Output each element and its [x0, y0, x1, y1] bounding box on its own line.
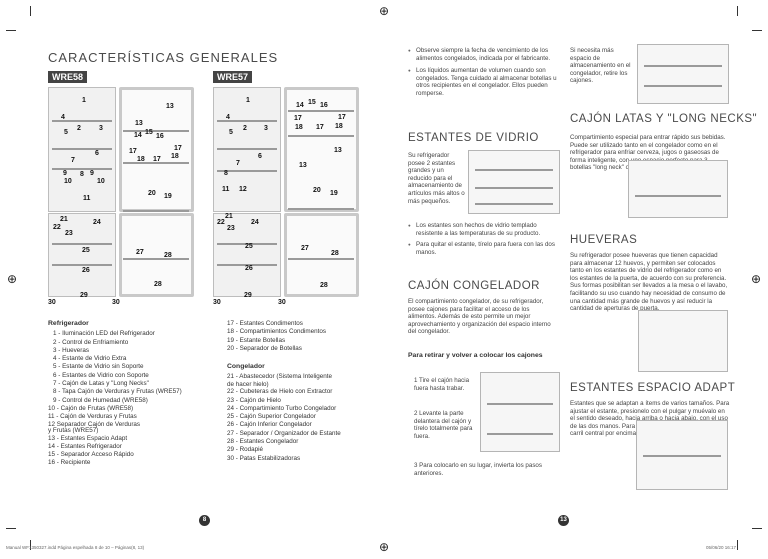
registration-mark-icon: ⊕ [750, 272, 762, 286]
list-item: 30 - Patas Estabilizadoras [227, 454, 301, 462]
list-item: 15 - Separador Acceso Rápido [48, 451, 134, 459]
legend-refrigerador: Refrigerador 1 - Iluminación LED del Ref… [48, 320, 182, 468]
page-number: 8 [199, 515, 210, 526]
crop-mark [737, 540, 738, 550]
page-title: CARACTERÍSTICAS GENERALES [48, 50, 279, 65]
list-item: 5 - Estante de Vidrio sin Soporte [53, 363, 144, 371]
cans-drawer-illustration [628, 160, 728, 218]
legend-title: Congelador [227, 363, 265, 371]
list-item: Los estantes son hechos de vidrio templa… [408, 222, 558, 237]
list-item: 27 - Separador / Organizador de Estante [227, 429, 341, 437]
model-tag-wre57: WRE57 [213, 71, 253, 83]
estantes-bullets: Los estantes son hechos de vidrio templa… [408, 222, 558, 256]
cajon-step-1: 1 Tire el cajón hacia fuera hasta trabar… [414, 377, 470, 392]
estantes-body: Su refrigerador posee 2 estantes grandes… [408, 152, 465, 205]
list-item: 20 - Separador de Botellas [227, 344, 302, 352]
section-title-estantes: ESTANTES DE VIDRIO [408, 132, 539, 144]
list-item: 26 - Cajón Inferior Congelador [227, 421, 312, 429]
section-title-latas: CAJÓN LATAS Y "LONG NECKS" [570, 113, 758, 125]
list-item: 9 - Control de Humedad (WRE58) [53, 396, 148, 404]
list-item: Observe siempre la fecha de vencimiento … [408, 47, 558, 62]
list-item: 17 - Estantes Condimentos [227, 320, 303, 327]
list-item: 22 - Cubeteras de Hielo con Extractor [227, 388, 333, 396]
crop-mark [6, 30, 16, 31]
list-item: y Frutas (WRE57) [48, 427, 99, 435]
cajon-body: El compartimiento congelador, de su refr… [408, 298, 551, 336]
registration-mark-icon: ⊕ [378, 4, 390, 18]
section-title-hueveras: HUEVERAS [570, 234, 638, 246]
crop-mark [752, 528, 762, 529]
section-title-adapt: ESTANTES ESPACIO ADAPT [570, 382, 736, 394]
list-item: 7 - Cajón de Latas y "Long Necks" [53, 380, 149, 388]
crop-mark [752, 30, 762, 31]
section-title-cajon: CAJÓN CONGELADOR [408, 280, 540, 292]
list-item: 14 - Estantes Refrigerador [48, 442, 122, 450]
list-item: 13 - Estantes Espacio Adapt [48, 434, 128, 442]
list-item: 8 - Tapa Cajón de Verduras y Frutas (WRE… [53, 388, 182, 396]
list-item: 1 - Iluminación LED del Refrigerador [53, 330, 155, 338]
hueveras-body: Su refrigerador posee hueveras que tiene… [570, 252, 728, 313]
list-item: 19 - Estante Botellas [227, 336, 286, 344]
list-item: 6 - Estantes de Vidrio con Soporte [53, 371, 149, 379]
bullets-top: Observe siempre la fecha de vencimiento … [408, 47, 558, 98]
drawer-illustration [480, 372, 560, 452]
registration-mark-icon: ⊕ [378, 540, 390, 554]
model-tag-wre58: WRE58 [48, 71, 88, 83]
egg-tray-illustration [638, 310, 728, 372]
list-item: de hacer hielo) [227, 380, 269, 388]
freezer-illustration [637, 44, 729, 104]
adapt-shelf-illustration [636, 420, 728, 490]
registration-mark-icon: ⊕ [6, 272, 18, 286]
list-item: 21 - Abastecedor (Sistema Inteligente [227, 373, 333, 381]
cajon-step-2: 2 Levante la parte delantera del cajón y… [414, 410, 473, 440]
list-item: Para quitar el estante, tírelo para fuer… [408, 241, 558, 256]
crop-mark [6, 528, 16, 529]
list-item: 16 - Recipiente [48, 459, 91, 467]
glass-shelf-illustration [468, 150, 560, 214]
list-item: 25 - Cajón Superior Congelador [227, 413, 316, 421]
list-item: 10 - Cajón de Frutas (WRE58) [48, 404, 134, 412]
list-item: 3 - Hueveras [53, 346, 90, 354]
col2-intro: Si necesita más espacio de almacenamient… [570, 47, 631, 85]
cajon-step-3: 3 Para colocarlo en su lugar, invierta l… [414, 462, 542, 477]
cajon-subtitle: Para retirar y volver a colocar los cajo… [408, 352, 543, 359]
list-item: 24 - Compartimiento Turbo Congelador [227, 404, 337, 412]
list-item: 11 - Cajón de Verduras y Frutas [48, 413, 137, 421]
list-item: Los líquidos aumentan de volumen cuando … [408, 67, 558, 97]
list-item: 28 - Estantes Congelador [227, 438, 299, 446]
list-item: 2 - Control de Enfriamiento [53, 338, 129, 346]
list-item: 18 - Compartimientos Condimentos [227, 328, 327, 336]
footer-date: 05/06/20 16:17 [706, 545, 737, 550]
list-item: 29 - Rodapié [227, 446, 264, 454]
crop-mark [737, 6, 738, 16]
list-item: 4 - Estante de Vidrio Extra [53, 355, 127, 363]
legend-refrigerador-cont: 17 - Estantes Condimentos 18 - Compartim… [227, 320, 341, 463]
list-item: 12 Separador Cajón de Verduras [48, 420, 141, 428]
list-item: 23 - Cajón de Hielo [227, 396, 281, 404]
page-number: 13 [558, 515, 569, 526]
footer-slug: Manual WF1350327.indd Página espelhada 8… [6, 545, 145, 550]
crop-mark [30, 6, 31, 16]
legend-title: Refrigerador [48, 320, 89, 327]
crop-mark [30, 540, 31, 550]
